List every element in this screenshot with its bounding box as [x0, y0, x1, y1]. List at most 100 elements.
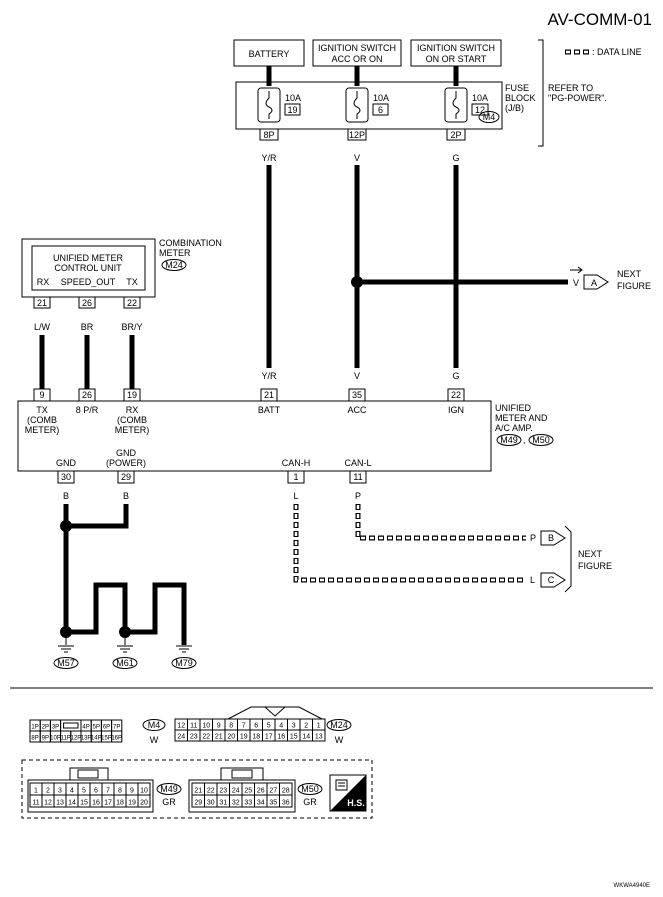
- connector-m24-pin-8: 8: [229, 723, 233, 730]
- connector-m4-pin-16P: 16P: [111, 736, 122, 742]
- connector-m49-pin-17: 17: [104, 800, 112, 807]
- connector-m24-pin-9: 9: [217, 723, 221, 730]
- meter-pin-21: 21: [37, 298, 47, 308]
- meter-unit-label-2: CONTROL UNIT: [54, 263, 122, 273]
- batt-wire-color-top: Y/R: [261, 153, 277, 163]
- connector-m24-pin-2: 2: [304, 723, 308, 730]
- connector-m4-pin-2P: 2P: [42, 725, 49, 731]
- next-figure-b-label: B: [548, 533, 554, 543]
- amp-tx-label-1: TX: [36, 405, 48, 415]
- next-figure-a-label: A: [591, 278, 597, 288]
- amp-gnd-power-label-1: GND: [116, 448, 137, 458]
- ground-symbol-m79: M79: [171, 645, 197, 669]
- combination-meter-name-2: METER: [159, 248, 191, 258]
- amp-tx-label-2: (COMB: [27, 415, 57, 425]
- connector-m4-pin-16P-cell: [111, 730, 123, 743]
- connector-m24-pin-10: 10: [202, 723, 210, 730]
- fuse-12: 10A 12: [444, 87, 489, 123]
- fuse-block-name-1: FUSE: [505, 83, 529, 93]
- connector-m49-name: M49: [160, 784, 178, 794]
- connector-m4-pin-7P: 7P: [113, 725, 120, 731]
- connector-m4-slot-key: [63, 722, 79, 729]
- connector-m24-pin-17: 17: [265, 734, 273, 741]
- next-figure-c-label: C: [548, 575, 555, 585]
- amp-name-3: A/C AMP.: [495, 423, 533, 433]
- ground-m79: M79: [175, 658, 193, 668]
- connector-m4-pin-3P: 3P: [52, 725, 59, 731]
- connector-m24-pin-6: 6: [254, 723, 258, 730]
- amp-pin-26: 26: [82, 390, 92, 400]
- fuse-block: 10A 19 10A 6 10A 12 M4: [235, 81, 503, 130]
- amp-pin-30: 30: [61, 472, 71, 482]
- connector-m50-pin-22: 22: [207, 788, 215, 795]
- connector-m50-pin-23: 23: [219, 788, 227, 795]
- connector-m24-pin-4: 4: [279, 723, 283, 730]
- connector-m24-pin-15: 15: [290, 734, 298, 741]
- connector-m49-pin-6: 6: [94, 788, 98, 795]
- connector-m24-pin-12: 12: [177, 723, 185, 730]
- connector-m4-pin-14P: 14P: [91, 736, 102, 742]
- can-l-wire-color: P: [355, 491, 361, 501]
- connector-m4-pin-13P: 13P: [81, 736, 92, 742]
- ignition-switch-acc-label-1: IGNITION SWITCH: [318, 43, 396, 53]
- next-figure-b-wire-color: P: [530, 533, 536, 543]
- data-line-legend-label: : DATA LINE: [592, 47, 642, 57]
- ground-m61: M61: [116, 658, 134, 668]
- connector-m4-pin-15P: 15P: [101, 736, 112, 742]
- footer-code: WKWA4940E: [614, 883, 650, 889]
- connector-m4-name: M4: [148, 720, 161, 730]
- connector-m49-pin-19: 19: [128, 800, 136, 807]
- connector-m24-pin-20: 20: [227, 734, 235, 741]
- connector-m4-pin-12P: 12P: [71, 736, 82, 742]
- fuse-block-connector: M4: [483, 112, 496, 122]
- ign-wire-color-top: G: [452, 153, 459, 163]
- amp-batt-label: BATT: [258, 405, 281, 415]
- connector-m50-pin-27: 27: [269, 788, 277, 795]
- connector-m50-pin-36-cell: [279, 794, 293, 808]
- fuse-6-number: 6: [378, 105, 383, 115]
- connector-m24-pin-13-cell: [312, 729, 326, 742]
- connector-m49-pin-13: 13: [56, 800, 64, 807]
- connector-m49-pin-3: 3: [58, 788, 62, 795]
- fuse-pin-2p: 2P: [450, 130, 461, 140]
- connector-m24-pin-11: 11: [190, 723, 197, 730]
- connector-m49-pin-11: 11: [32, 800, 39, 807]
- battery-box: BATTERY: [233, 39, 305, 67]
- fuse-6: 10A 6: [345, 87, 389, 123]
- ignition-switch-acc-label-2: ACC OR ON: [331, 54, 382, 64]
- connector-m4-pin-4P: 4P: [82, 725, 89, 731]
- diagram-title: AV-COMM-01: [547, 10, 652, 29]
- connector-m4-pin-11P: 11P: [61, 736, 71, 742]
- ground-symbol-m57: M57: [53, 645, 79, 669]
- fuse-block-refer-1: REFER TO: [548, 83, 593, 93]
- ignition-switch-start-box: IGNITION SWITCH ON OR START: [410, 39, 502, 67]
- amp-name-1: UNIFIED: [495, 403, 532, 413]
- amp-tx-label-3: METER): [25, 425, 60, 435]
- connector-m24-pin-16: 16: [277, 734, 285, 741]
- fuse-6-rating: 10A: [373, 93, 389, 103]
- connector-m49-color: GR: [162, 797, 176, 807]
- connector-m49-pin-20-cell: [137, 794, 151, 808]
- lw-wire-color: L/W: [34, 322, 51, 332]
- br-wire-color: BR: [81, 322, 94, 332]
- amp-pin-21: 21: [264, 390, 274, 400]
- can-h-wire: [293, 504, 526, 583]
- connector-m4-pin-5P: 5P: [93, 725, 100, 731]
- amp-pin-11: 11: [353, 472, 362, 482]
- combination-meter: UNIFIED METER CONTROL UNIT RX SPEED_OUT …: [21, 238, 156, 298]
- connector-m49-pin-18: 18: [116, 800, 124, 807]
- amp-name-2: METER AND: [495, 413, 548, 423]
- next-figure-a-text-2: FIGURE: [617, 281, 651, 291]
- connector-m24-name: M24: [330, 720, 348, 730]
- connector-m49-pin-7: 7: [106, 788, 110, 795]
- can-l-wire: [355, 504, 526, 541]
- connector-m49-pin-4: 4: [70, 788, 74, 795]
- can-h-wire-color: L: [293, 491, 298, 501]
- fuse-12-number: 12: [475, 105, 485, 115]
- connector-m24-pin-19: 19: [240, 734, 248, 741]
- amp-rx-label-2: (COMB: [117, 415, 147, 425]
- meter-tx-label: TX: [126, 277, 138, 287]
- amp-acc-label: ACC: [347, 405, 367, 415]
